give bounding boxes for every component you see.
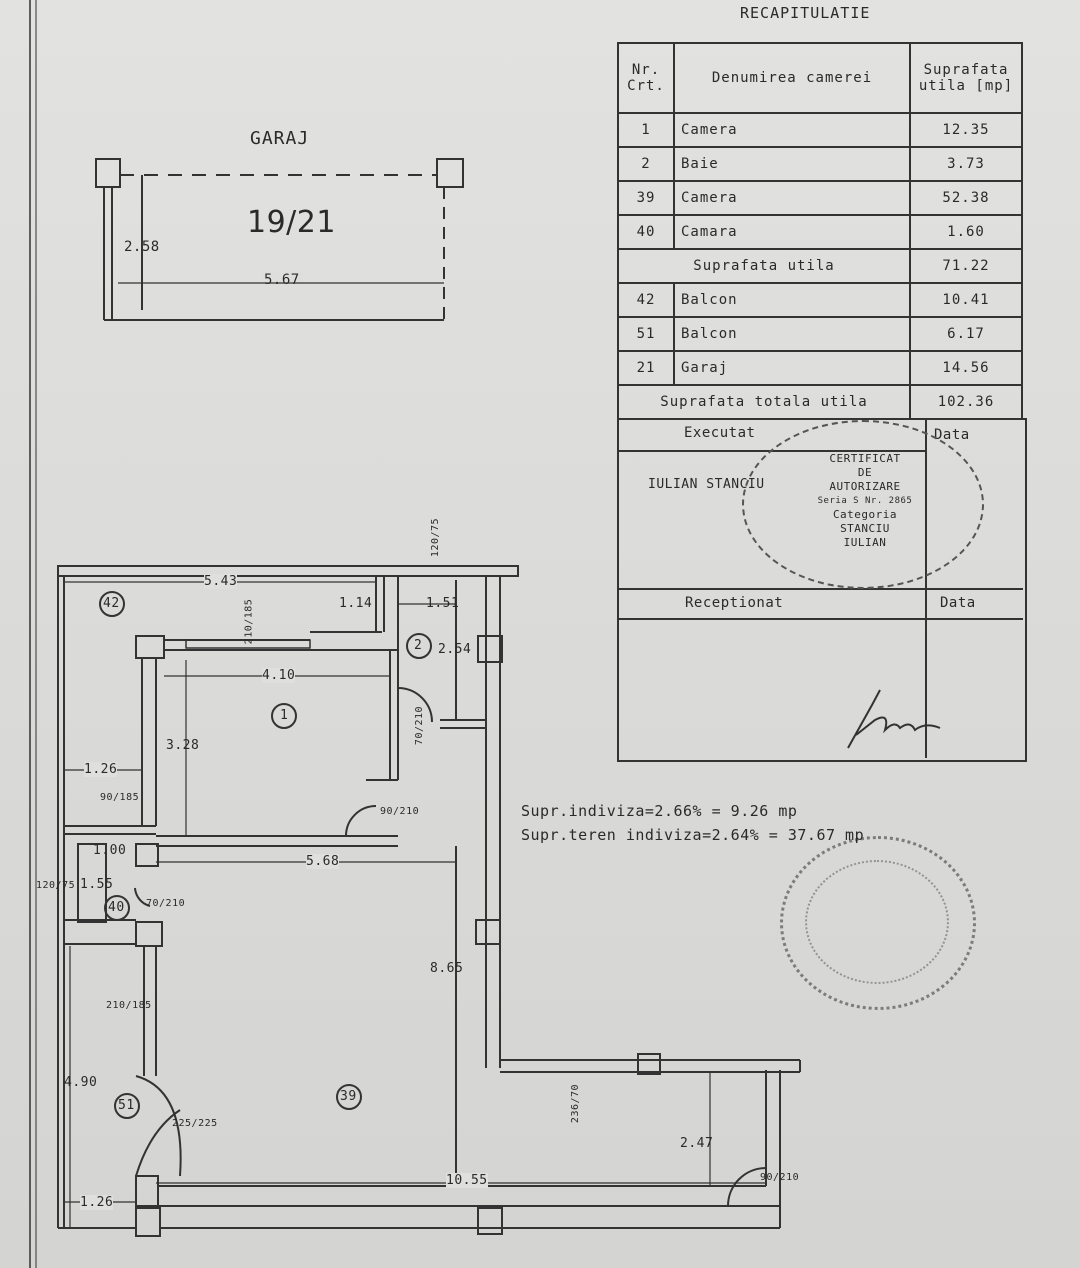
table-row: 21 Garaj 14.56 [617, 350, 1023, 386]
dim-5-68: 5.68 [306, 854, 340, 869]
garage-number: 19/21 [247, 205, 336, 240]
dim-1-51: 1.51 [426, 596, 460, 611]
room-label-40: 40 [108, 900, 125, 915]
recap-table: Nr. Crt. Denumirea camerei Suprafata uti… [617, 42, 1023, 420]
dim-4-90: 4.90 [64, 1075, 98, 1090]
dim-1-55: 1.55 [80, 877, 114, 892]
total-label: Suprafata totala utila [617, 384, 911, 420]
opening-90-185: 90/185 [100, 792, 140, 803]
table-row: 1 Camera 12.35 [617, 112, 1023, 148]
total-row: Suprafata totala utila 102.36 [617, 384, 1023, 420]
dim-8-65: 8.65 [430, 961, 464, 976]
dim-3-28: 3.28 [166, 738, 200, 753]
opening-90-210-room1: 90/210 [380, 806, 420, 817]
dim-1-14: 1.14 [339, 596, 373, 611]
opening-210-185-lower: 210/185 [106, 1000, 152, 1011]
header-area: Suprafata utila [mp] [909, 42, 1023, 114]
garage-title: GARAJ [250, 128, 310, 149]
opening-90-210-balcony: 90/210 [760, 1172, 800, 1183]
authorization-stamp [742, 420, 984, 589]
opening-120-75-top: 120/75 [430, 517, 442, 558]
executant-name: IULIAN STANCIU [648, 477, 765, 492]
table-row: 2 Baie 3.73 [617, 146, 1023, 182]
dim-2-47: 2.47 [680, 1136, 714, 1151]
dim-1-00: 1.00 [93, 843, 127, 858]
room-label-2: 2 [414, 638, 423, 653]
header-room-name: Denumirea camerei [673, 42, 911, 114]
indiviza-line1: Supr.indiviza=2.66% = 9.26 mp [521, 802, 798, 820]
indiviza-line2: Supr.teren indiviza=2.64% = 37.67 mp [521, 826, 865, 844]
dim-1-26-top: 1.26 [84, 762, 118, 777]
table-row: 40 Camara 1.60 [617, 214, 1023, 250]
opening-120-75-left: 120/75 [36, 880, 76, 891]
dim-4-10: 4.10 [262, 668, 296, 683]
subtotal-value: 71.22 [909, 248, 1023, 284]
opening-236-70: 236/70 [570, 1083, 582, 1124]
stamp-text: CERTIFICAT DE AUTORIZARE Seria S Nr. 286… [817, 452, 913, 549]
subtotal-label: Suprafata utila [617, 248, 911, 284]
receptionat-date-label: Data [940, 595, 976, 611]
dim-10-55: 10.55 [446, 1173, 488, 1188]
dim-1-26-bottom: 1.26 [80, 1195, 114, 1210]
room-label-51: 51 [118, 1098, 135, 1113]
executat-label: Executat [684, 425, 756, 441]
signature-block [617, 418, 1027, 762]
header-nr: Nr. Crt. [617, 42, 675, 114]
garage-width: 5.67 [262, 272, 302, 288]
receptionat-label: Receptionat [685, 595, 784, 611]
room-label-42: 42 [103, 596, 120, 611]
recap-title: RECAPITULATIE [740, 4, 871, 22]
opening-210-185-top: 210/185 [243, 598, 255, 645]
opening-225-225: 225/225 [172, 1118, 218, 1129]
room-label-39: 39 [340, 1089, 357, 1104]
executat-date-label: Data [934, 427, 970, 443]
table-row: 39 Camera 52.38 [617, 180, 1023, 216]
opening-70-210-pantry: 70/210 [146, 898, 186, 909]
opening-70-210-bath: 70/210 [414, 705, 426, 746]
dim-2-54: 2.54 [438, 642, 472, 657]
table-row: 51 Balcon 6.17 [617, 316, 1023, 352]
subtotal-row: Suprafata utila 71.22 [617, 248, 1023, 284]
room-label-1: 1 [280, 708, 289, 723]
dim-5-43: 5.43 [204, 574, 238, 589]
round-seal [780, 836, 976, 1010]
table-row: 42 Balcon 10.41 [617, 282, 1023, 318]
